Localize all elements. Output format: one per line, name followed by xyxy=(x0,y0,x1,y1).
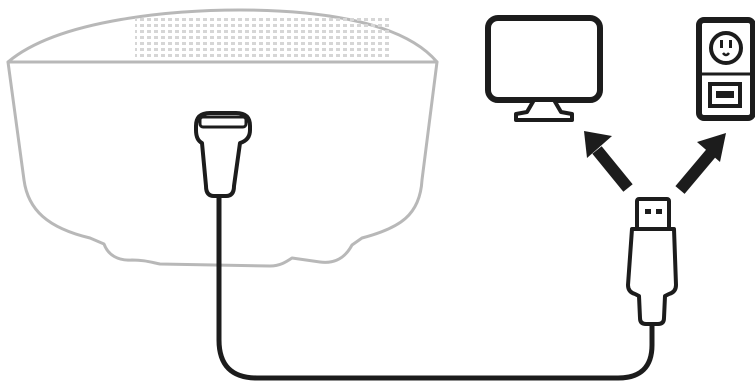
usb-a-plug-icon xyxy=(628,199,676,324)
monitor-icon xyxy=(488,18,600,120)
arrow-to-computer-icon xyxy=(584,131,628,188)
wall-outlet-usb-icon xyxy=(699,20,753,118)
arrow-to-outlet-icon xyxy=(680,133,726,190)
speaker-grille xyxy=(135,17,390,57)
